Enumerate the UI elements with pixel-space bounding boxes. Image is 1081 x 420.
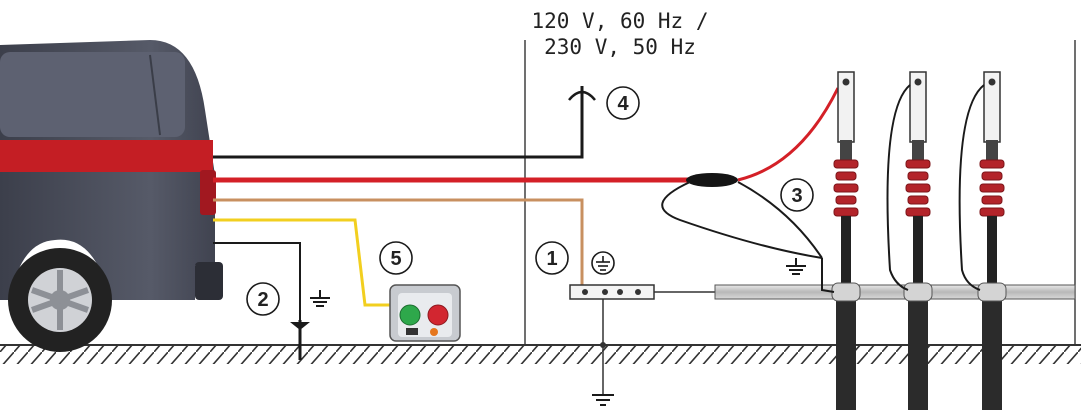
supply-voltage-label: 120 V, 60 Hz / 230 V, 50 Hz [520, 8, 720, 60]
callout-1-label: 1 [546, 248, 557, 270]
power-cable [213, 105, 584, 159]
stop-button-icon [427, 304, 449, 326]
ground-symbol-icon [591, 251, 615, 275]
ground-symbol-icon [592, 394, 614, 406]
phase-1-ground-lead [821, 258, 835, 293]
socket-icon [568, 86, 596, 110]
van-bumper [195, 262, 223, 300]
callout-4: 4 [606, 86, 640, 120]
signal-cable [213, 218, 395, 307]
van-ground-lead [213, 242, 301, 330]
supply-voltage-line-1: 120 V, 60 Hz / [531, 9, 709, 33]
callout-5: 5 [379, 241, 413, 275]
van-wheel-icon [8, 248, 112, 352]
callout-2-label: 2 [257, 289, 268, 311]
cable-tray [714, 284, 1076, 300]
van-ground-rod [290, 320, 310, 360]
ground-symbol-icon [310, 290, 330, 307]
cable-termination [661, 87, 840, 259]
van-window [0, 52, 185, 137]
bushing-phase-3 [958, 71, 1007, 410]
start-button-icon [399, 304, 421, 326]
control-unit [389, 284, 461, 342]
callout-3: 3 [780, 178, 814, 212]
ground-surface [0, 344, 1081, 364]
callout-3-label: 3 [791, 185, 802, 207]
callout-4-label: 4 [617, 93, 629, 115]
earth-busbar [569, 284, 715, 395]
ground-symbol-icon [786, 258, 806, 275]
supply-voltage-line-2: 230 V, 50 Hz [544, 35, 696, 59]
callout-5-label: 5 [390, 248, 401, 270]
earth-cable [213, 198, 584, 290]
callout-1: 1 [535, 241, 569, 275]
callout-2: 2 [246, 282, 280, 316]
cables [213, 105, 690, 330]
bushing-phase-1 [831, 71, 861, 410]
bushing-phase-2 [886, 71, 933, 410]
test-van [0, 40, 223, 352]
van-stripe [0, 140, 213, 172]
